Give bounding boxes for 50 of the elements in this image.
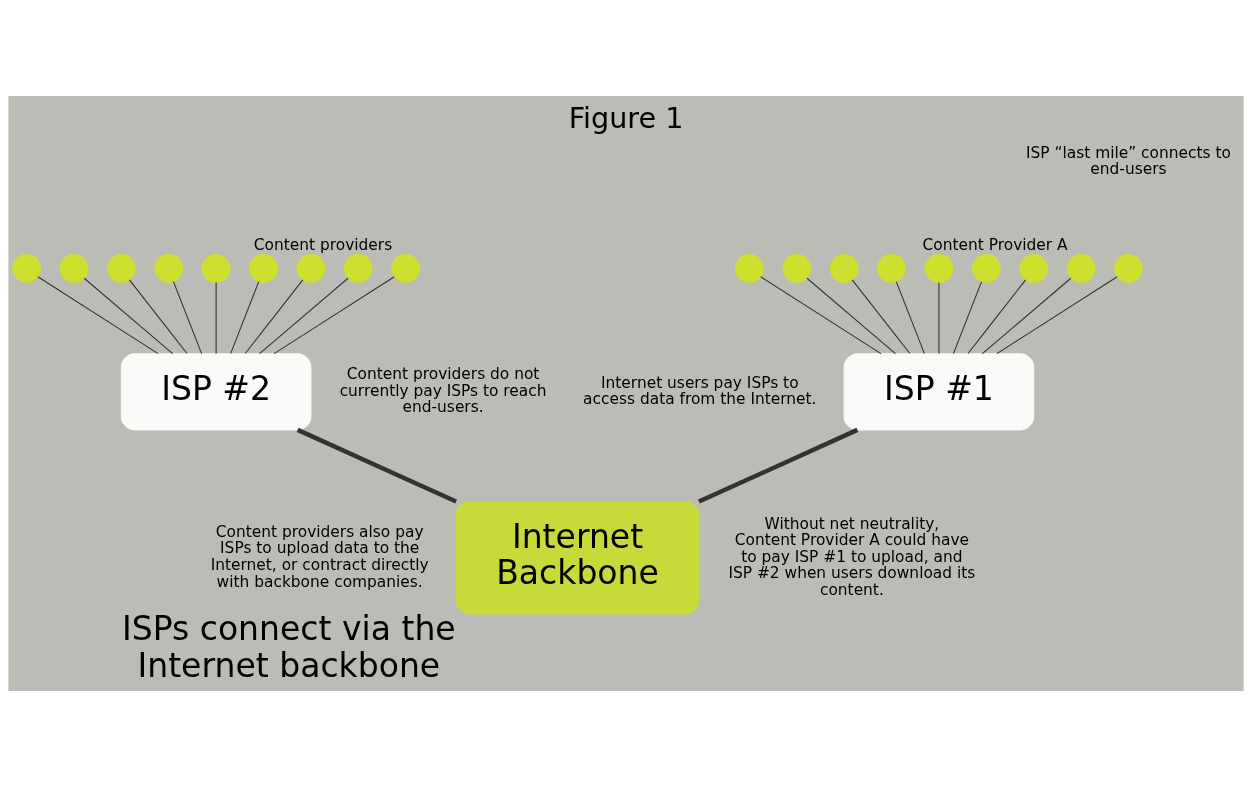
connector [851, 278, 911, 354]
connector [259, 277, 349, 354]
connector [83, 277, 174, 354]
node-circle [107, 253, 136, 283]
connector [172, 280, 203, 354]
node-circle [343, 253, 373, 283]
label: Content providers also pay ISPs to upload data to the Internet, or contract directly with backbone companies. [210, 522, 429, 591]
connector [37, 275, 159, 354]
node-circle [249, 253, 278, 283]
label: Without net neutrality, Content Provider A could have to pay ISP #1 to upload, and ISP #2 when users download its content. [728, 514, 976, 599]
connector [296, 427, 457, 504]
connector [952, 280, 983, 354]
connector [760, 275, 882, 354]
connector [806, 277, 896, 354]
connector [981, 277, 1072, 354]
node-circle [972, 253, 1001, 283]
label: Internet users pay ISPs to access data from the Internet. [583, 373, 817, 408]
node-circle [12, 253, 41, 283]
node-circle [201, 253, 231, 283]
connector [938, 281, 940, 354]
node-circle [1066, 253, 1096, 283]
node-circle [1114, 253, 1143, 283]
node-box: ISP #1 [843, 352, 1035, 430]
connector [273, 275, 395, 354]
connector [698, 427, 859, 504]
node-circle [829, 253, 859, 283]
connector [967, 278, 1027, 354]
node-circle [391, 253, 420, 283]
node-circle [782, 253, 812, 283]
node-box: Internet Backbone [455, 500, 700, 614]
node-label: ISPs connect via the Internet backbone [121, 608, 456, 685]
node-label: Content Provider A [922, 235, 1068, 254]
node-circle [924, 253, 954, 283]
node-circle [1019, 253, 1048, 283]
connector [996, 275, 1118, 354]
connector [230, 280, 260, 354]
node-circle [877, 253, 906, 283]
label: Content providers do not currently pay ISPs to reach end-users. [339, 364, 547, 416]
node-circle [735, 253, 764, 283]
label: ISP “last mile” connects to end-users [1025, 143, 1231, 178]
connector [895, 280, 925, 354]
connector [128, 278, 188, 354]
node-box: ISP #2 [120, 352, 312, 430]
node-circle [154, 253, 184, 283]
connector [215, 281, 217, 354]
node-circle [296, 253, 326, 283]
node-circle [59, 253, 89, 283]
node-label: Content providers [253, 235, 393, 254]
connector [244, 278, 304, 354]
diagram-title: Figure 1 [568, 100, 684, 135]
